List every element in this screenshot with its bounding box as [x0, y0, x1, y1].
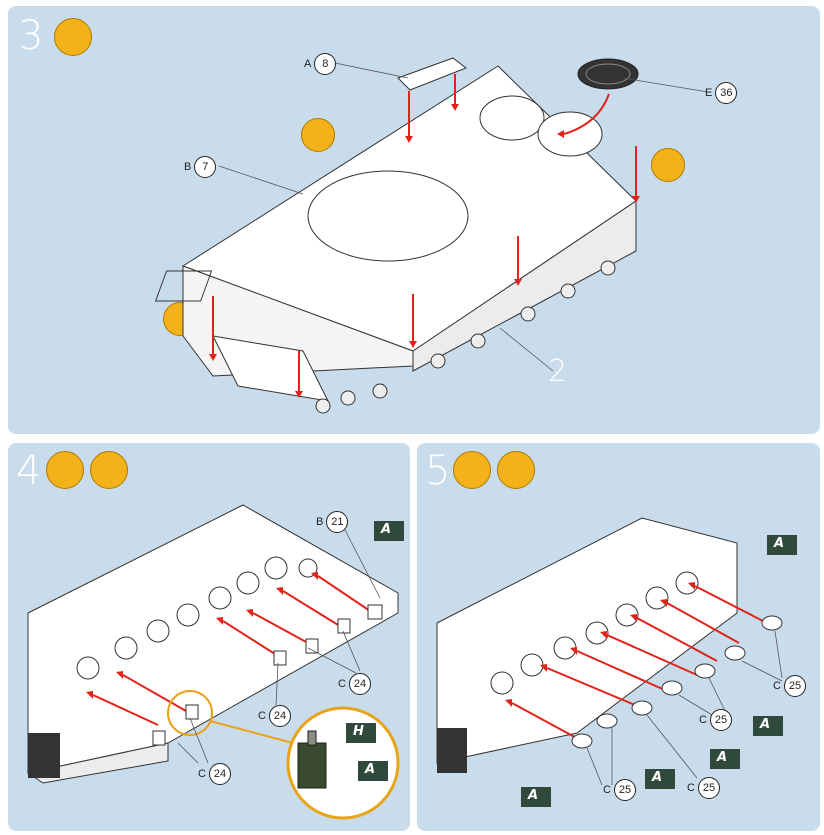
callout-number: 24	[268, 705, 291, 727]
glue-icon	[453, 451, 491, 489]
part-e36-grill	[585, 63, 631, 85]
callout-letter: C	[603, 784, 611, 796]
paint-brush-icon	[497, 451, 535, 489]
flag-a: A	[767, 535, 797, 555]
flag-a: A	[374, 521, 404, 541]
assembly-arrows	[511, 585, 768, 742]
turret-ring	[307, 170, 469, 262]
callout-letter: B	[184, 161, 192, 173]
step-number: 3	[18, 13, 44, 59]
callout-letter: A	[304, 58, 312, 70]
hull-side-view	[436, 517, 738, 764]
assembly-arrows	[212, 74, 637, 391]
callout-letter: C	[773, 680, 781, 692]
callout-letter: B	[316, 516, 324, 528]
callout-c24: C 24	[338, 673, 371, 695]
callout-number: 8	[314, 53, 337, 75]
step-4-panel: 4	[8, 443, 410, 831]
arrow-heads	[86, 572, 318, 699]
callout-b21: B 21	[316, 511, 349, 533]
glue-icon	[54, 18, 92, 56]
idler-parts	[571, 615, 783, 749]
callout-number: 25	[709, 709, 732, 731]
callout-number: 21	[326, 511, 349, 533]
leader-lines	[177, 527, 381, 764]
callout-letter: C	[699, 714, 707, 726]
flag-a: A	[521, 787, 551, 807]
detail-part	[297, 742, 327, 789]
suspension-arms	[152, 604, 383, 746]
part-a8	[397, 57, 468, 91]
arrow-heads	[209, 104, 640, 398]
callout-letter: C	[338, 678, 346, 690]
callout-letter: C	[258, 710, 266, 722]
hull-side	[412, 200, 637, 372]
suspension-hubs	[490, 571, 699, 695]
flag-a: A	[358, 761, 388, 781]
callout-letter: C	[198, 768, 206, 780]
rear-grille	[437, 728, 467, 773]
callout-number: 25	[613, 779, 636, 801]
step-number: 5	[425, 448, 451, 494]
callout-number: 25	[697, 777, 720, 799]
callout-letter: E	[705, 87, 713, 99]
callout-c25: C 25	[699, 709, 732, 731]
hull-side-diagram	[436, 517, 783, 786]
step-5-panel: 5	[417, 443, 820, 831]
tape-icon	[301, 118, 335, 152]
tape-icon	[651, 148, 685, 182]
part-number-label: 2	[548, 354, 568, 389]
flag-a: A	[645, 769, 675, 789]
flag-a: A	[753, 716, 783, 736]
callout-c24: C 24	[258, 705, 291, 727]
detail-ring-small	[167, 690, 213, 736]
callout-c25: C 25	[687, 777, 720, 799]
callout-letter: C	[687, 782, 695, 794]
callout-e36: E 36	[705, 82, 738, 104]
callout-number: 24	[208, 763, 231, 785]
glue-icon	[46, 451, 84, 489]
callout-c25: C 25	[603, 779, 636, 801]
suspension-hubs	[76, 556, 318, 680]
rear-grille	[28, 733, 60, 778]
callout-number: 36	[715, 82, 738, 104]
leader-lines	[218, 62, 709, 372]
callout-number: 24	[348, 673, 371, 695]
flag-a: A	[710, 749, 740, 769]
step-3-panel: 3	[8, 6, 820, 434]
road-wheels	[315, 260, 616, 414]
callout-number: 7	[194, 156, 217, 178]
arrow-heads	[505, 582, 695, 707]
callout-c25: C 25	[773, 675, 806, 697]
leader-lines	[586, 630, 783, 786]
engine-grille	[154, 270, 213, 302]
hull-diagram	[154, 57, 709, 414]
hatch-ring	[479, 95, 545, 141]
callout-number: 25	[783, 675, 806, 697]
step-number: 4	[16, 448, 42, 494]
assembly-arrows	[92, 575, 377, 726]
paint-brush-icon	[90, 451, 128, 489]
callout-a8: A 8	[304, 53, 337, 75]
callout-c24: C 24	[198, 763, 231, 785]
flag-h: H	[346, 723, 376, 743]
callout-b7: B 7	[184, 156, 217, 178]
